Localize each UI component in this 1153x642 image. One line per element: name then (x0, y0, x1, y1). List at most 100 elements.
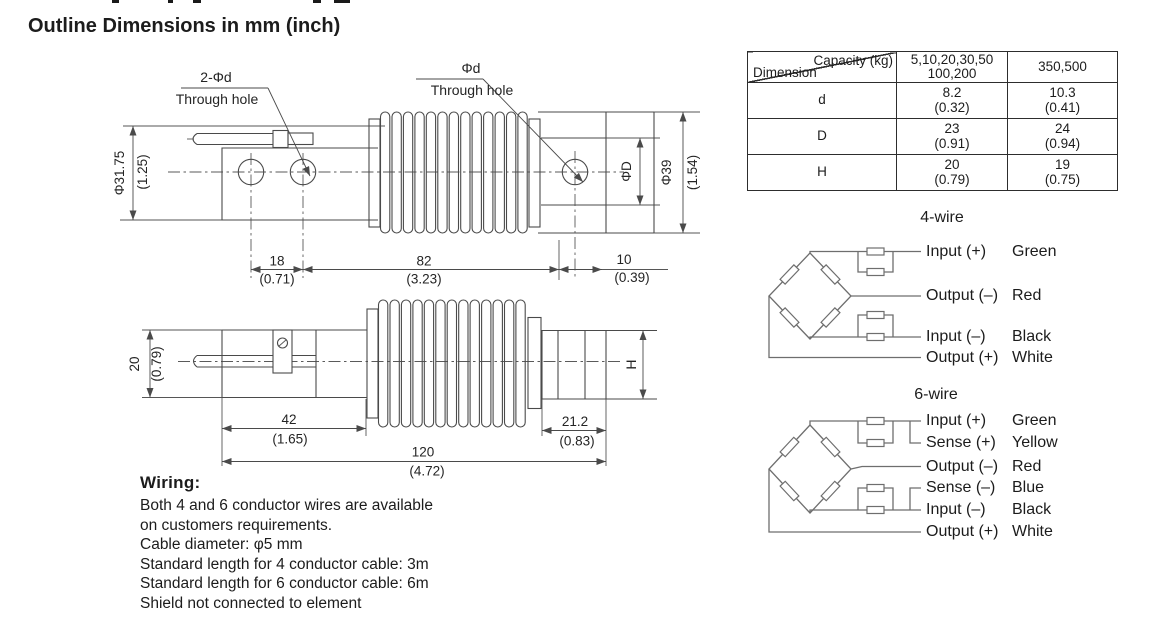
lead-signal: Sense (+) (926, 434, 996, 451)
wiring-note-line: on customers requirements. (140, 516, 333, 534)
wire-lead: Input (+) Green (926, 242, 1056, 262)
load-cell-side-view: 20 (0.79) 42 (1.65) 21.2 (0.83) 120 (4.7… (127, 299, 657, 479)
wiring-note-line: Both 4 and 6 conductor wires are availab… (140, 497, 433, 514)
leader-phi-d (416, 78, 584, 183)
dim-120-inch: (4.72) (409, 464, 444, 479)
dim-dia-39-inch: (1.54) (685, 155, 700, 190)
cell-inch: (0.94) (1044, 135, 1081, 151)
lead-color: Yellow (1012, 434, 1058, 451)
table-corner-dimension: Dimension (753, 64, 817, 80)
wire-lead: Output (+) White (926, 522, 1053, 542)
leader-2-phi-d (181, 87, 311, 177)
cell-inch: (0.41) (1044, 99, 1081, 115)
dim-82: 82 (416, 254, 431, 269)
lead-signal: Output (–) (926, 457, 999, 475)
dim-dia-D: ΦD (619, 161, 634, 182)
bridge-diagram-6wire (768, 416, 921, 533)
capacity-col1-line1: 5,10,20,30,50 (910, 51, 994, 67)
table-capacity-col1-header: 5,10,20,30,50 100,200 (896, 51, 1008, 83)
bridge-diagram-4wire (768, 247, 921, 359)
row-dim-letter: D (747, 118, 897, 155)
lead-color: Black (1012, 328, 1052, 345)
wiring-4wire-title: 4-wire (920, 209, 964, 226)
clipped-text-fragment (168, 0, 173, 3)
table-cell: 24 (0.94) (1007, 118, 1118, 155)
lead-signal: Sense (–) (926, 479, 996, 496)
dim-120: 120 (412, 445, 435, 460)
lead-signal: Input (+) (926, 412, 987, 429)
dim-21-2: 21.2 (562, 414, 588, 429)
row-dim-letter: d (747, 82, 897, 119)
dim-18-inch: (0.71) (259, 272, 294, 287)
lead-signal: Output (–) (926, 287, 999, 304)
lead-color: Green (1012, 412, 1057, 429)
dim-10-inch: (0.39) (614, 270, 649, 285)
wire-lead: Input (+) Green (926, 411, 1056, 431)
cell-mm: 20 (944, 157, 960, 172)
table-cell: 23 (0.91) (896, 118, 1008, 155)
clipped-text-fragment (112, 0, 119, 3)
table-row: H 20 (0.79) 19 (0.75) (747, 154, 1118, 191)
cell-inch: (0.32) (934, 99, 970, 115)
dim-21-2-inch: (0.83) (559, 434, 594, 449)
bellows-side-view (377, 299, 526, 428)
cell-mm: 24 (1054, 121, 1071, 136)
wiring-note-line: Standard length for 4 conductor cable: 3… (140, 555, 429, 573)
wiring-note-line: Standard length for 6 conductor cable: 6… (140, 575, 429, 593)
table-corner-capacity: Capacity (kg) (813, 53, 893, 68)
load-cell-top-view: 2-Φd Through hole Φd Through hole Φ31.75… (112, 60, 700, 287)
page-title: Outline Dimensions in mm (inch) (28, 15, 341, 37)
callout-phi-d: Φd (462, 60, 481, 76)
callout-2-phi-d: 2-Φd (200, 69, 231, 85)
dim-dia-31-75: Φ31.75 (112, 151, 127, 196)
lead-color: Black (1012, 501, 1052, 518)
wiring-6wire-title: 6-wire (914, 386, 958, 403)
dim-42-inch: (1.65) (272, 432, 307, 447)
wiring-notes: Wiring: Both 4 and 6 conductor wires are… (140, 472, 500, 614)
wiring-notes-heading: Wiring: (140, 473, 201, 492)
lead-color: White (1012, 523, 1053, 540)
lead-color: Red (1012, 287, 1042, 304)
table-cell: 20 (0.79) (896, 154, 1008, 191)
dim-H: H (623, 359, 639, 369)
cell-mm: 8.2 (942, 85, 962, 100)
wire-lead: Input (–)Black (926, 327, 1051, 347)
cell-inch: (0.75) (1044, 171, 1081, 187)
dim-dia-39: Φ39 (659, 160, 674, 186)
table-capacity-col2-header: 350,500 (1007, 51, 1118, 83)
dim-20-inch: (0.79) (149, 346, 164, 381)
lead-signal: Input (+) (926, 242, 987, 260)
wire-lead: Output (+) White (926, 348, 1053, 368)
lead-signal: Output (+) (926, 523, 999, 540)
bellows-top-view (379, 111, 528, 234)
lead-signal: Output (+) (926, 348, 999, 366)
cell-mm: 10.3 (1049, 85, 1076, 100)
lead-color: White (1012, 348, 1053, 366)
table-cell: 8.2 (0.32) (896, 82, 1008, 119)
capacity-col2-label: 350,500 (1038, 58, 1087, 74)
table-row: d 8.2 (0.32) 10.3 (0.41) (747, 82, 1118, 119)
wire-lead: Sense (–) Blue (926, 478, 1044, 498)
callout-through-hole-right: Through hole (431, 82, 514, 98)
lead-color: Blue (1012, 479, 1045, 496)
clipped-text-fragment (334, 0, 350, 3)
cell-mm: 19 (1054, 157, 1071, 172)
dim-20: 20 (127, 356, 142, 371)
callout-through-hole-left: Through hole (176, 91, 259, 107)
dimension-table: Capacity (kg) Dimension 5,10,20,30,50 10… (747, 51, 1118, 191)
dim-82-inch: (3.23) (406, 272, 441, 287)
dim-dia-31-75-inch: (1.25) (135, 154, 150, 189)
capacity-col1-line2: 100,200 (927, 66, 977, 81)
dim-42: 42 (281, 412, 296, 427)
cell-inch: (0.79) (934, 171, 970, 187)
clipped-text-fragment (313, 0, 321, 3)
wiring-note-line: Cable diameter: φ5 mm (140, 536, 303, 554)
wiring-note-line: Shield not connected to element (140, 594, 362, 612)
cell-mm: 23 (944, 121, 960, 136)
wire-lead: Output (–) Red (926, 286, 1041, 306)
dim-10: 10 (616, 252, 631, 267)
lead-color: Green (1012, 242, 1057, 260)
cell-inch: (0.91) (934, 135, 970, 151)
